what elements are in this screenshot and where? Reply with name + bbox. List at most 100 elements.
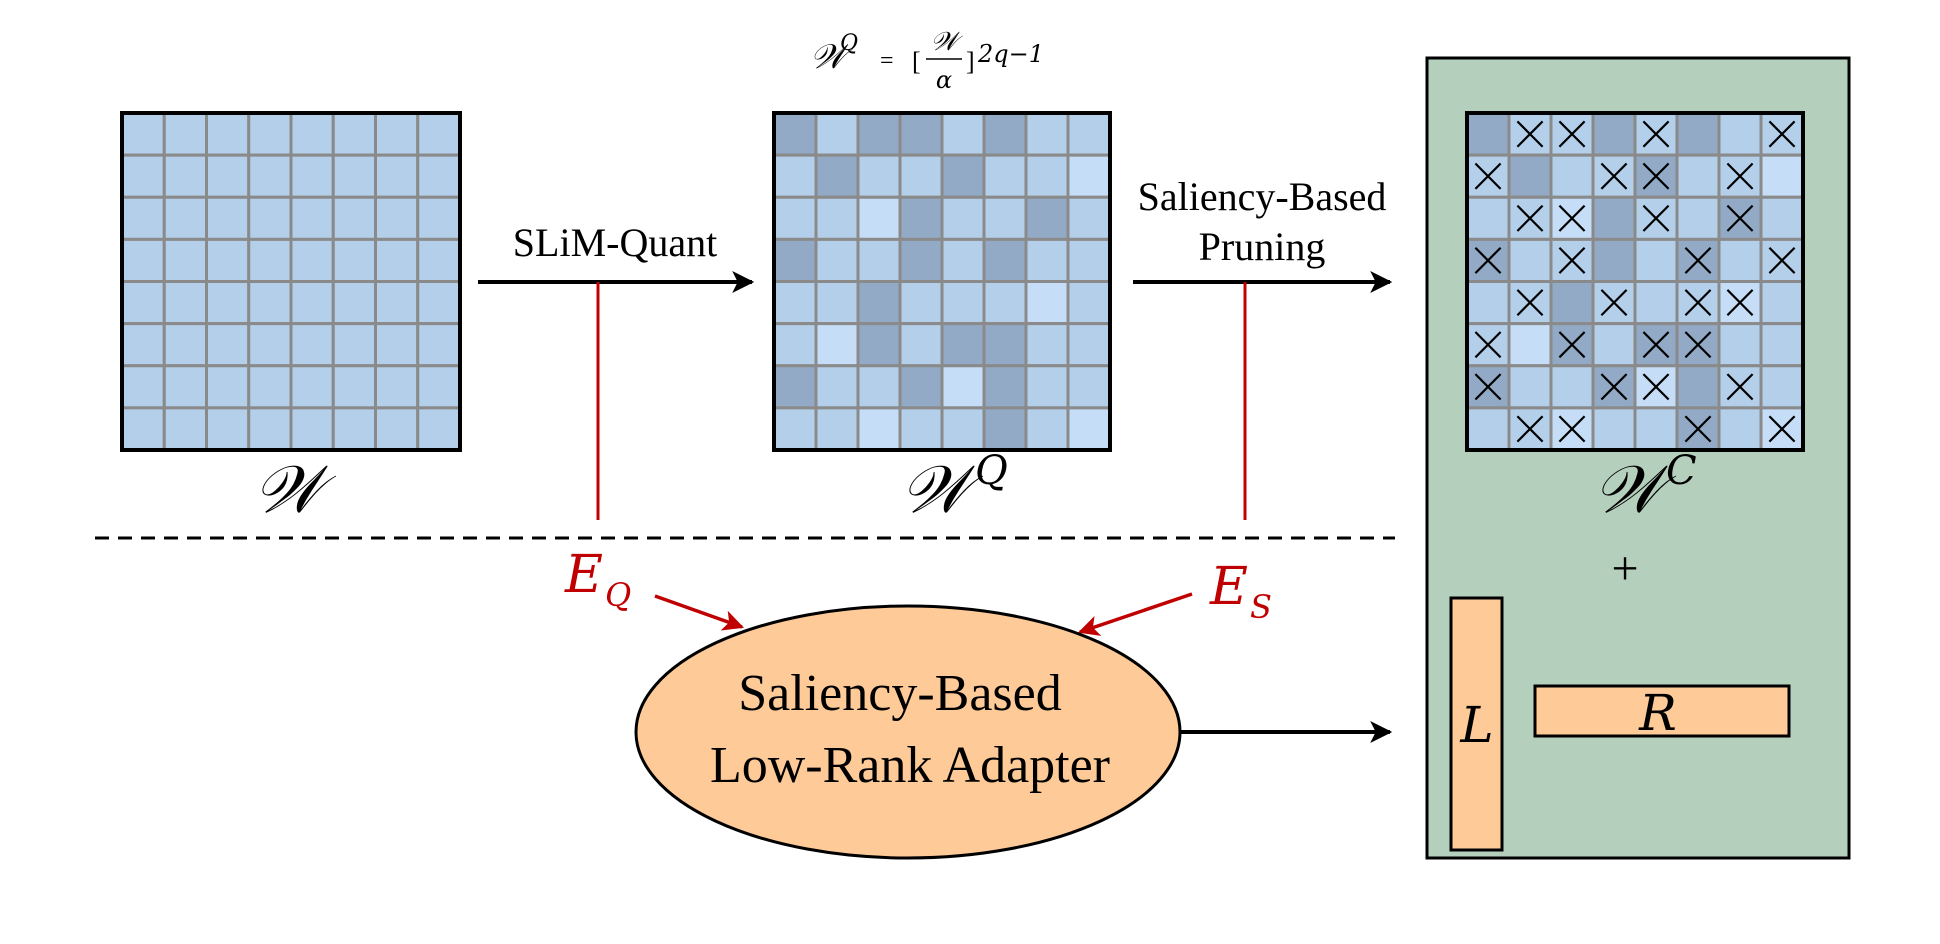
original-label-symbol: 𝒲 bbox=[253, 451, 336, 528]
matrix-cell bbox=[940, 237, 986, 283]
matrix-cell bbox=[1066, 237, 1112, 283]
matrix-cell bbox=[416, 322, 462, 368]
matrix-cell bbox=[982, 406, 1028, 452]
matrix-cell bbox=[1759, 195, 1805, 241]
matrix-cell bbox=[1717, 111, 1763, 157]
pruned-mark-icon bbox=[1642, 331, 1670, 359]
matrix-cell bbox=[772, 237, 818, 283]
matrix-cell bbox=[898, 195, 944, 241]
low-rank-adapter bbox=[634, 604, 1182, 860]
matrix-cell bbox=[205, 111, 251, 157]
quant-error-label: E Q bbox=[564, 545, 631, 614]
pruned-mark-icon bbox=[1684, 415, 1712, 443]
matrix-cell bbox=[982, 280, 1028, 326]
matrix-cell bbox=[205, 406, 251, 452]
matrix-cell bbox=[416, 280, 462, 326]
matrix-cell bbox=[289, 364, 335, 410]
right-factor-label: R bbox=[1638, 684, 1677, 742]
matrix-cell bbox=[1465, 195, 1511, 241]
matrix-cell bbox=[120, 280, 166, 326]
pruned-mark-icon bbox=[1474, 246, 1502, 274]
matrix-cell bbox=[814, 153, 860, 199]
matrix-cell bbox=[1633, 280, 1679, 326]
quantized-label-sup: Q bbox=[975, 448, 1008, 494]
matrix-cell bbox=[1465, 406, 1511, 452]
pruned-mark-icon bbox=[1474, 373, 1502, 401]
quantized-matrix-label: 𝒲 Q bbox=[900, 448, 1007, 528]
matrix-cell bbox=[1066, 111, 1112, 157]
formula-lhs-sup: Q bbox=[840, 31, 858, 56]
matrix-cell bbox=[374, 111, 420, 157]
matrix-cell bbox=[331, 111, 377, 157]
matrix-cell bbox=[1591, 237, 1637, 283]
matrix-cell bbox=[374, 280, 420, 326]
matrix-cell bbox=[1717, 322, 1763, 368]
matrix-cell bbox=[205, 153, 251, 199]
matrix-cell bbox=[1759, 322, 1805, 368]
matrix-cell bbox=[1675, 364, 1721, 410]
formula-rbracket: ] bbox=[966, 47, 975, 76]
compressed-label-symbol: 𝒲 bbox=[1593, 451, 1676, 528]
quantization-formula: 𝒲 Q = [ 𝒲 α ] 2q−1 bbox=[810, 27, 1044, 94]
pruned-mark-icon bbox=[1642, 204, 1670, 232]
matrix-cell bbox=[289, 406, 335, 452]
matrix-cell bbox=[1549, 364, 1595, 410]
matrix-cell bbox=[247, 111, 293, 157]
pruned-mark-icon bbox=[1516, 289, 1544, 317]
pruned-mark-icon bbox=[1558, 120, 1586, 148]
quant-error-arrow bbox=[654, 594, 744, 631]
matrix-cell bbox=[1024, 237, 1070, 283]
matrix-cell bbox=[1066, 153, 1112, 199]
matrix-cell bbox=[856, 237, 902, 283]
matrix-cell bbox=[1633, 406, 1679, 452]
quant-arrow-label: SLiM-Quant bbox=[513, 220, 717, 265]
matrix-cell bbox=[982, 153, 1028, 199]
right-factor-matrix bbox=[1533, 684, 1791, 738]
matrix-cell bbox=[162, 153, 208, 199]
matrix-cell bbox=[1507, 153, 1553, 199]
sparse-error-sub: S bbox=[1250, 588, 1272, 626]
matrix-cell bbox=[772, 153, 818, 199]
pruned-mark-icon bbox=[1516, 415, 1544, 443]
matrix-cell bbox=[416, 237, 462, 283]
matrix-cell bbox=[374, 364, 420, 410]
pruned-mark-icon bbox=[1516, 120, 1544, 148]
matrix-cell bbox=[898, 322, 944, 368]
matrix-cell bbox=[814, 280, 860, 326]
matrix-cell bbox=[1717, 237, 1763, 283]
matrix-cell bbox=[1549, 280, 1595, 326]
prune-arrow-label-line1: Saliency-Based bbox=[1138, 174, 1387, 219]
matrix-cell bbox=[814, 364, 860, 410]
pruned-mark-icon bbox=[1474, 162, 1502, 190]
matrix-cell bbox=[982, 111, 1028, 157]
quantized-label-symbol: 𝒲 bbox=[900, 451, 983, 528]
matrix-cell bbox=[856, 406, 902, 452]
matrix-cell bbox=[374, 406, 420, 452]
matrix-cell bbox=[1066, 364, 1112, 410]
matrix-cell bbox=[162, 280, 208, 326]
matrix-cell bbox=[856, 195, 902, 241]
compressed-matrix-label: 𝒲 C bbox=[1593, 448, 1696, 528]
original-matrix-label: 𝒲 bbox=[253, 451, 336, 528]
matrix-cell bbox=[940, 111, 986, 157]
matrix-cell bbox=[289, 111, 335, 157]
matrix-cell bbox=[1507, 322, 1553, 368]
matrix-cell bbox=[331, 237, 377, 283]
pruned-mark-icon bbox=[1558, 415, 1586, 443]
matrix-cell bbox=[1066, 406, 1112, 452]
matrix-cell bbox=[814, 195, 860, 241]
matrix-cell bbox=[982, 364, 1028, 410]
matrix-cell bbox=[205, 322, 251, 368]
matrix-cell bbox=[898, 153, 944, 199]
matrix-cell bbox=[1024, 364, 1070, 410]
matrix-cell bbox=[1024, 280, 1070, 326]
formula-frac-den: α bbox=[936, 66, 952, 94]
matrix-cell bbox=[1675, 153, 1721, 199]
matrix-cell bbox=[772, 406, 818, 452]
matrix-cell bbox=[1675, 195, 1721, 241]
matrix-cell bbox=[1465, 280, 1511, 326]
matrix-cell bbox=[120, 322, 166, 368]
matrix-cell bbox=[331, 195, 377, 241]
matrix-cell bbox=[120, 237, 166, 283]
